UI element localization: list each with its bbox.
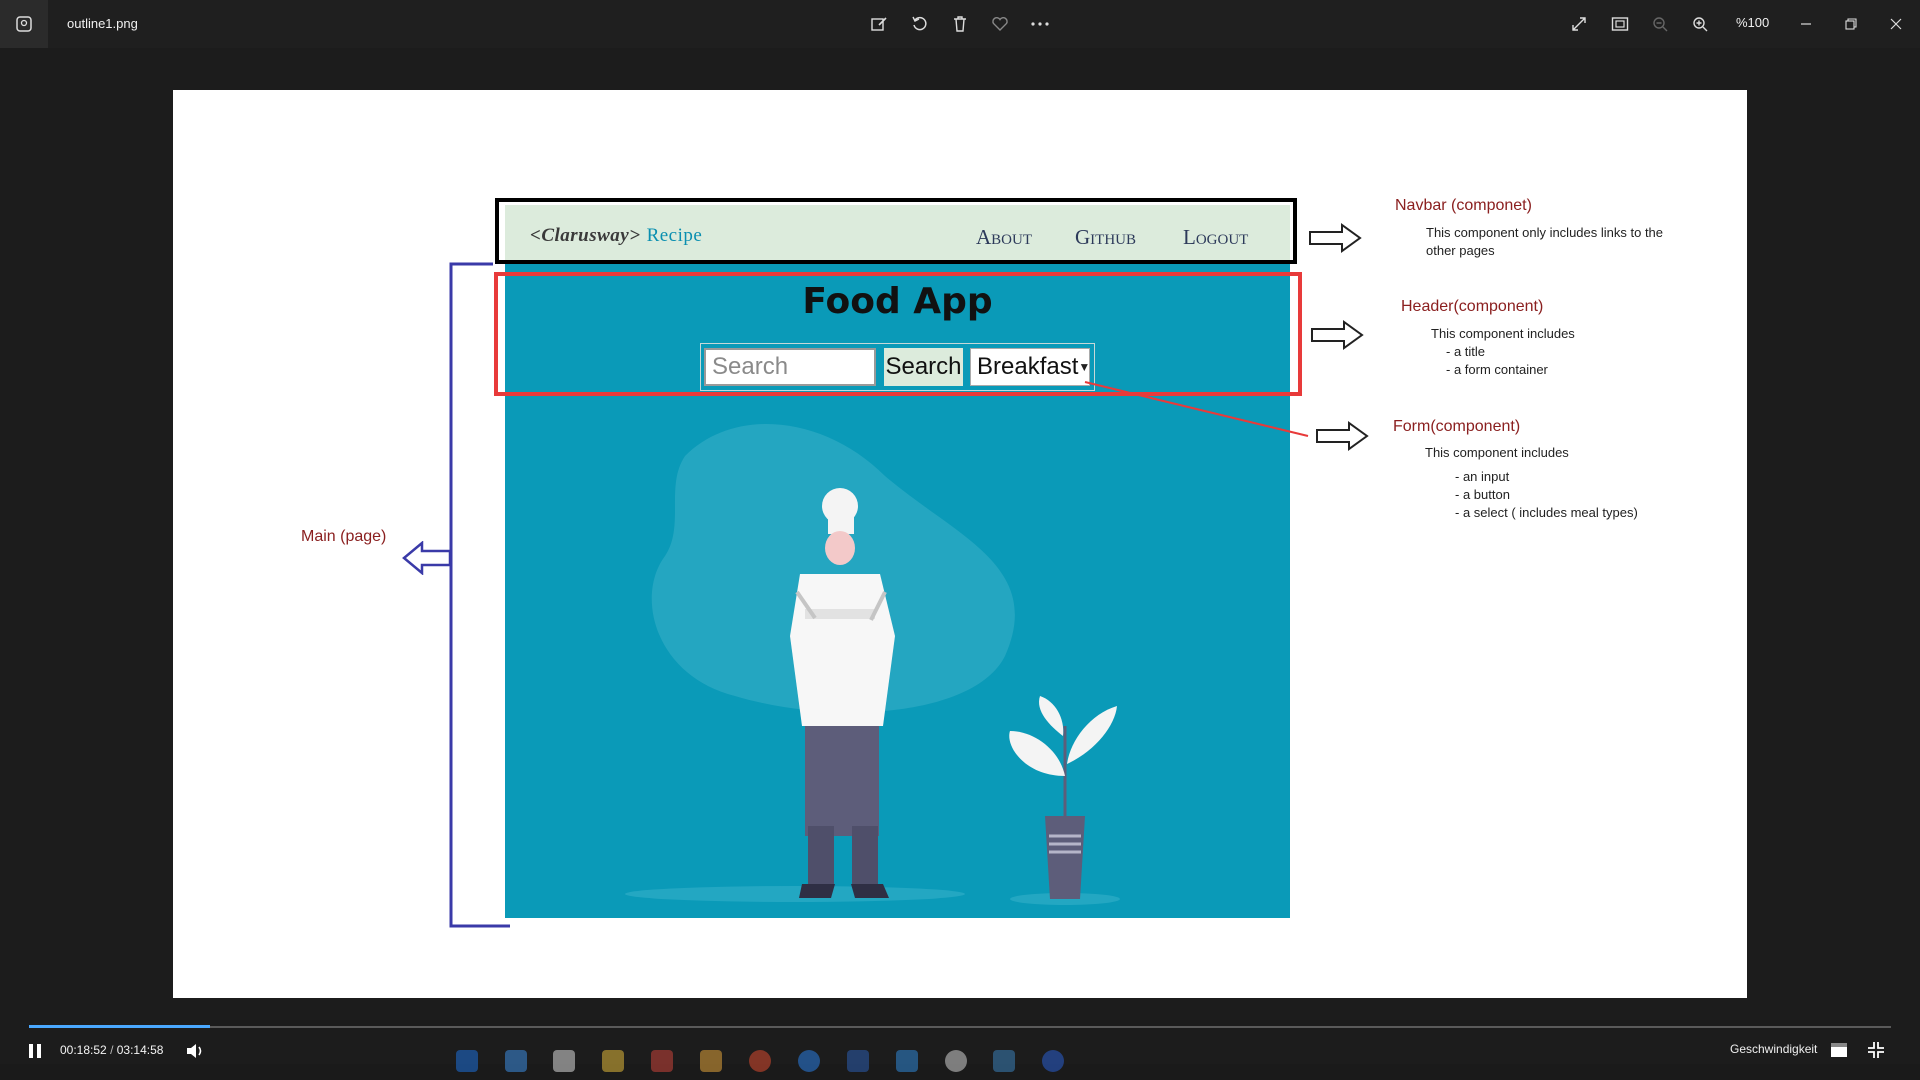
plant-leaf-right [1067,706,1117,764]
chef-left-shoe [799,884,835,898]
chef-right-leg [852,826,878,884]
header-annotation-title: Header(component) [1401,298,1544,315]
chef-right-shoe [851,884,889,898]
fullscreen-icon[interactable] [1567,12,1591,36]
minimize-icon[interactable] [1794,12,1818,36]
plant-leaf-top [1039,696,1064,736]
header-arrow-icon [1311,320,1364,350]
chef-coat [790,574,895,726]
chef-face [825,531,855,565]
close-icon[interactable] [1884,12,1908,36]
form-annotation-line-1: This component includes [1425,445,1569,460]
mail-icon[interactable] [505,1050,527,1072]
file-name: outline1.png [67,16,138,31]
viewer-toolbar: outline1.png %100 [0,0,1920,48]
navbar-annotation-line-2: other pages [1426,243,1495,258]
fit-icon[interactable] [1608,12,1632,36]
delete-icon[interactable] [948,12,972,36]
windows-taskbar [0,1064,1920,1080]
mockup-search-button: Search [884,348,963,386]
mockup-meal-select: Breakfast ▼ [970,348,1090,386]
more-icon[interactable] [1028,12,1052,36]
form-annotation-line-4: - a select ( includes meal types) [1455,505,1638,520]
mockup-meal-select-value: Breakfast [977,353,1079,380]
video-time: 00:18:52 / 03:14:58 [60,1043,164,1057]
browser-icon[interactable] [945,1050,967,1072]
layout-icon[interactable] [1829,1040,1849,1060]
mockup-search-input [704,348,876,386]
header-annotation-line-2: - a title [1446,344,1486,359]
app-icon-dark-blue[interactable] [1042,1050,1064,1072]
floor-shadow [625,886,965,902]
mockup-brand-main: <Clarusway> [530,225,641,246]
plant-pot [1045,816,1085,899]
form-annotation-line-2: - an input [1455,469,1510,484]
chef-illustration [625,423,1120,905]
mockup-navbar [505,205,1290,263]
app-icon-red[interactable] [651,1050,673,1072]
pot-stripes [1049,834,1081,854]
navbar-outline-box [495,198,1297,264]
edge-icon[interactable] [456,1050,478,1072]
mockup-nav-logout: Logout [1183,225,1249,249]
playback-speed-label[interactable]: Geschwindigkeit [1730,1042,1818,1056]
video-total-time: 03:14:58 [116,1043,164,1057]
mockup-title: Food App [802,281,993,322]
exit-fullscreen-icon[interactable] [1866,1040,1886,1060]
explorer-icon[interactable] [602,1050,624,1072]
chrome-icon[interactable] [749,1050,771,1072]
photos-app-icon[interactable] [0,0,48,48]
chef-left-leg [808,826,834,884]
navbar-annotation-line-1: This component only includes links to th… [1426,225,1664,240]
chef-pants [805,726,879,836]
spoon [869,591,887,621]
header-annotation-line-1: This component includes [1431,326,1575,341]
rotate-icon[interactable] [908,12,932,36]
main-arrow-icon [402,541,452,575]
mockup-form-container [700,343,1095,391]
zoom-in-icon[interactable] [1688,12,1712,36]
zoom-level: %100 [1736,15,1770,30]
video-current-time: 00:18:52 [60,1043,107,1057]
form-connector-line [1084,381,1309,437]
app-icon-orange[interactable] [700,1050,722,1072]
main-annotation-title: Main (page) [301,528,387,545]
chef-hat-band [828,508,854,534]
mockup-brand: <Clarusway>Recipe [530,225,702,247]
store-icon[interactable] [553,1050,575,1072]
form-annotation-line-3: - a button [1455,487,1510,502]
video-progress-fill [29,1025,210,1028]
mockup-brand-sub: Recipe [646,225,703,246]
pause-icon[interactable] [24,1040,46,1062]
form-annotation-title: Form(component) [1393,418,1521,435]
knife [795,590,817,620]
mockup-nav-github: Github [1075,225,1136,249]
background-blob [651,423,1015,713]
app-icon-blue[interactable] [798,1050,820,1072]
photos-taskbar-icon[interactable] [993,1050,1015,1072]
favorite-icon[interactable] [988,12,1012,36]
navbar-arrow-icon [1309,223,1362,253]
vscode-icon[interactable] [896,1050,918,1072]
volume-icon[interactable] [184,1040,206,1062]
zoom-out-icon[interactable] [1648,12,1672,36]
word-icon[interactable] [847,1050,869,1072]
navbar-annotation-title: Navbar (componet) [1395,197,1532,214]
main-page-bracket [449,262,510,928]
restore-icon[interactable] [1839,12,1863,36]
plant-leaf-left [1009,731,1065,776]
form-arrow-icon [1316,421,1369,451]
header-annotation-line-3: - a form container [1446,362,1548,377]
video-progress-track[interactable] [29,1026,1891,1028]
chevron-down-icon: ▼ [1078,360,1091,374]
mockup-nav-about: About [976,225,1032,249]
edit-icon[interactable] [867,12,891,36]
header-outline-box [494,272,1302,396]
